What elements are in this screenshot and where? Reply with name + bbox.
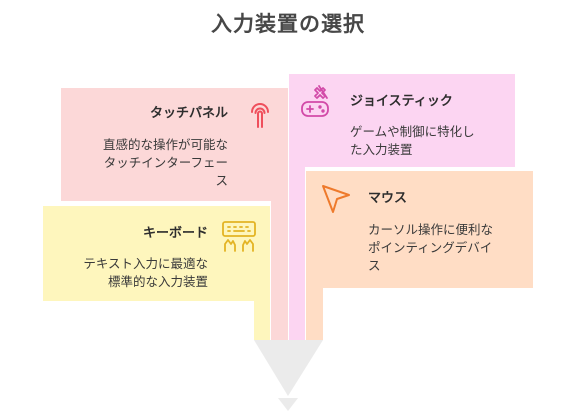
- keyboard-description: テキスト入力に最適な 標準的な入力装置: [83, 255, 208, 291]
- joystick-desc-line: ゲームや制御に特化し: [350, 124, 475, 139]
- touchpanel-card: タッチパネル 直感的な操作が可能な タッチインターフェー ス: [61, 88, 288, 201]
- mouse-label: マウス: [368, 191, 408, 206]
- joystick-desc-line: た入力装置: [350, 142, 413, 157]
- touchpanel-description: 直感的な操作が可能な タッチインターフェー ス: [103, 136, 228, 190]
- mouse-desc-line: カーソル操作に便利な: [368, 222, 494, 237]
- keyboard-hands-icon: [222, 221, 256, 252]
- joystick-label: ジョイスティック: [350, 94, 453, 109]
- funnel-tip: [278, 398, 298, 411]
- keyboard-stem: [254, 300, 270, 340]
- keyboard-label: キーボード: [142, 226, 208, 241]
- cursor-arrow-icon: [322, 185, 350, 213]
- touchpanel-desc-line: ス: [215, 173, 228, 188]
- keyboard-desc-line: 標準的な入力装置: [107, 274, 208, 289]
- touchpanel-label: タッチパネル: [149, 106, 228, 121]
- joystick-description: ゲームや制御に特化し た入力装置: [350, 123, 475, 159]
- touchpanel-desc-line: タッチインターフェー: [103, 155, 228, 170]
- touchpanel-stem: [271, 200, 288, 340]
- touch-finger-icon: [251, 103, 269, 128]
- joystick-card: ジョイスティック ゲームや制御に特化し た入力装置: [289, 74, 515, 167]
- joystick-stem: [289, 166, 305, 340]
- keyboard-desc-line: テキスト入力に最適な: [83, 256, 208, 271]
- diagram-title: 入力装置の選択: [211, 12, 365, 36]
- funnel-body: [254, 340, 323, 396]
- mouse-description: カーソル操作に便利な ポインティングデバイ ス: [368, 221, 493, 275]
- mouse-desc-line: ス: [368, 258, 381, 273]
- mouse-stem: [306, 288, 323, 340]
- gamepad-icon: [301, 85, 329, 117]
- mouse-card: マウス カーソル操作に便利な ポインティングデバイ ス: [306, 171, 533, 288]
- mouse-desc-line: ポインティングデバイ: [368, 240, 493, 255]
- keyboard-card: キーボード テキスト入力に最適な 標準的な入力装置: [43, 206, 270, 301]
- touchpanel-desc-line: 直感的な操作が可能な: [102, 137, 228, 152]
